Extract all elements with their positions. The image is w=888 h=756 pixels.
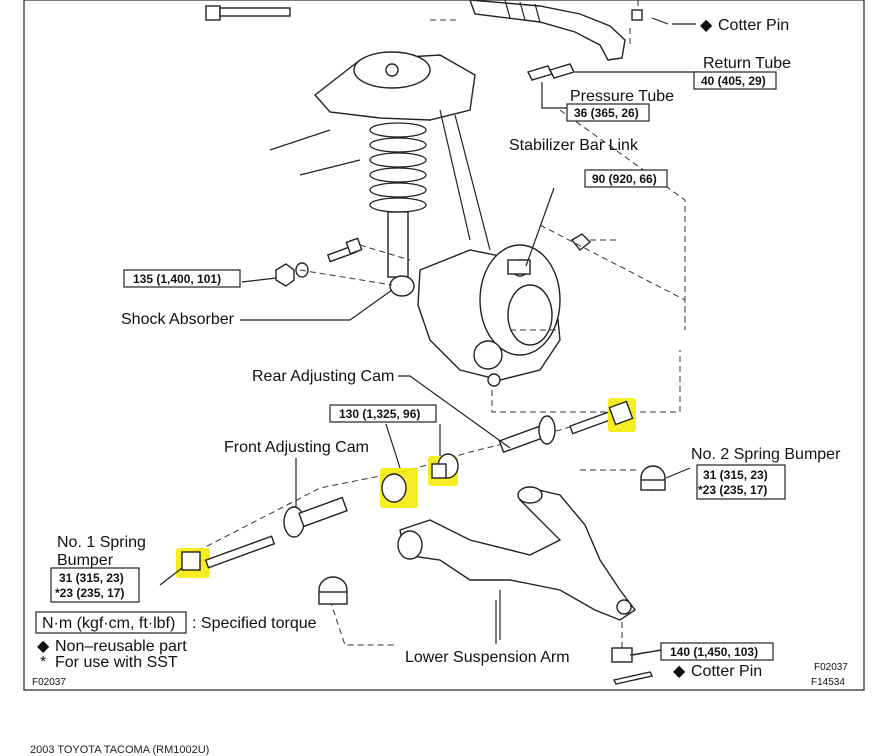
svg-text:36 (365, 26): 36 (365, 26) <box>574 106 639 120</box>
tube-fittings-drawing <box>527 63 700 109</box>
diamond-symbol-top: ◆ <box>700 17 713 34</box>
rear-cam-bolt-drawing <box>498 409 617 454</box>
label-lower-suspension-arm: Lower Suspension Arm <box>405 649 570 666</box>
label-cotter-pin-bottom: Cotter Pin <box>691 663 762 680</box>
leader-lines <box>159 277 691 656</box>
legend-sst: For use with SST <box>55 654 178 671</box>
figure-code-left: F02037 <box>32 677 66 688</box>
torque-no1-bumper: 31 (315, 23) *23 (235, 17) <box>50 567 140 603</box>
svg-text:90 (920, 66): 90 (920, 66) <box>592 172 657 186</box>
legend-diamond: ◆ <box>37 638 50 655</box>
legend: N·m (kgf·cm, ft·lbf) : Specified torque … <box>35 611 317 671</box>
tie-rod-drawing <box>469 0 669 61</box>
torque-stabilizer: 90 (920, 66) <box>584 169 668 188</box>
spring-bumpers-drawing <box>318 465 666 605</box>
label-cotter-pin-top: Cotter Pin <box>718 17 789 34</box>
svg-text:40 (405, 29): 40 (405, 29) <box>701 74 766 88</box>
legend-non-reusable: Non–reusable part <box>55 638 187 655</box>
label-no1-spring-bumper-l2: Bumper <box>57 552 114 569</box>
svg-text:130 (1,325, 96): 130 (1,325, 96) <box>339 407 420 421</box>
torque-cam: 130 (1,325, 96) <box>329 404 437 423</box>
svg-text:31 (315, 23): 31 (315, 23) <box>59 571 124 585</box>
figure-code-right-bottom: F14534 <box>811 677 845 688</box>
front-cam-bolt-drawing <box>204 496 348 569</box>
label-stabilizer-bar-link: Stabilizer Bar Link <box>509 137 639 154</box>
label-front-adjusting-cam: Front Adjusting Cam <box>224 439 369 456</box>
svg-text:135 (1,400, 101): 135 (1,400, 101) <box>133 272 221 286</box>
label-no1-spring-bumper-l1: No. 1 Spring <box>57 534 146 551</box>
strut-assembly-drawing <box>269 51 561 387</box>
legend-asterisk: * <box>40 654 46 671</box>
label-shock-absorber: Shock Absorber <box>121 311 235 328</box>
top-bolt-drawing <box>205 5 291 21</box>
legend-unit-desc: : Specified torque <box>192 615 317 632</box>
shock-hardware-drawing <box>275 237 411 287</box>
torque-return-tube: 40 (405, 29) <box>693 71 777 90</box>
highlighted-parts <box>176 398 636 578</box>
diamond-symbol-bottom: ◆ <box>673 663 686 680</box>
stabilizer-link-drawing <box>507 187 686 331</box>
label-no2-spring-bumper: No. 2 Spring Bumper <box>691 446 841 463</box>
figure-code-right-top: F02037 <box>814 662 848 673</box>
svg-text:*23 (235, 17): *23 (235, 17) <box>698 483 767 497</box>
svg-text:*23 (235, 17): *23 (235, 17) <box>55 586 124 600</box>
torque-lower-arm: 140 (1,450, 103) <box>660 642 774 661</box>
svg-text:140 (1,450, 103): 140 (1,450, 103) <box>670 645 758 659</box>
label-return-tube: Return Tube <box>703 55 791 72</box>
lower-arm-drawing <box>397 486 637 640</box>
label-rear-adjusting-cam: Rear Adjusting Cam <box>252 368 394 385</box>
svg-text:31 (315, 23): 31 (315, 23) <box>703 468 768 482</box>
diagram-frame <box>23 0 865 691</box>
label-pressure-tube: Pressure Tube <box>570 88 674 105</box>
page-footer: 2003 TOYOTA TACOMA (RM1002U) <box>30 744 210 756</box>
torque-shock: 135 (1,400, 101) <box>123 269 241 288</box>
legend-unit-box: N·m (kgf·cm, ft·lbf) <box>42 615 175 632</box>
torque-no2-bumper: 31 (315, 23) *23 (235, 17) <box>696 464 786 500</box>
torque-pressure-tube: 36 (365, 26) <box>566 103 650 122</box>
lower-hardware-drawing <box>611 647 663 685</box>
